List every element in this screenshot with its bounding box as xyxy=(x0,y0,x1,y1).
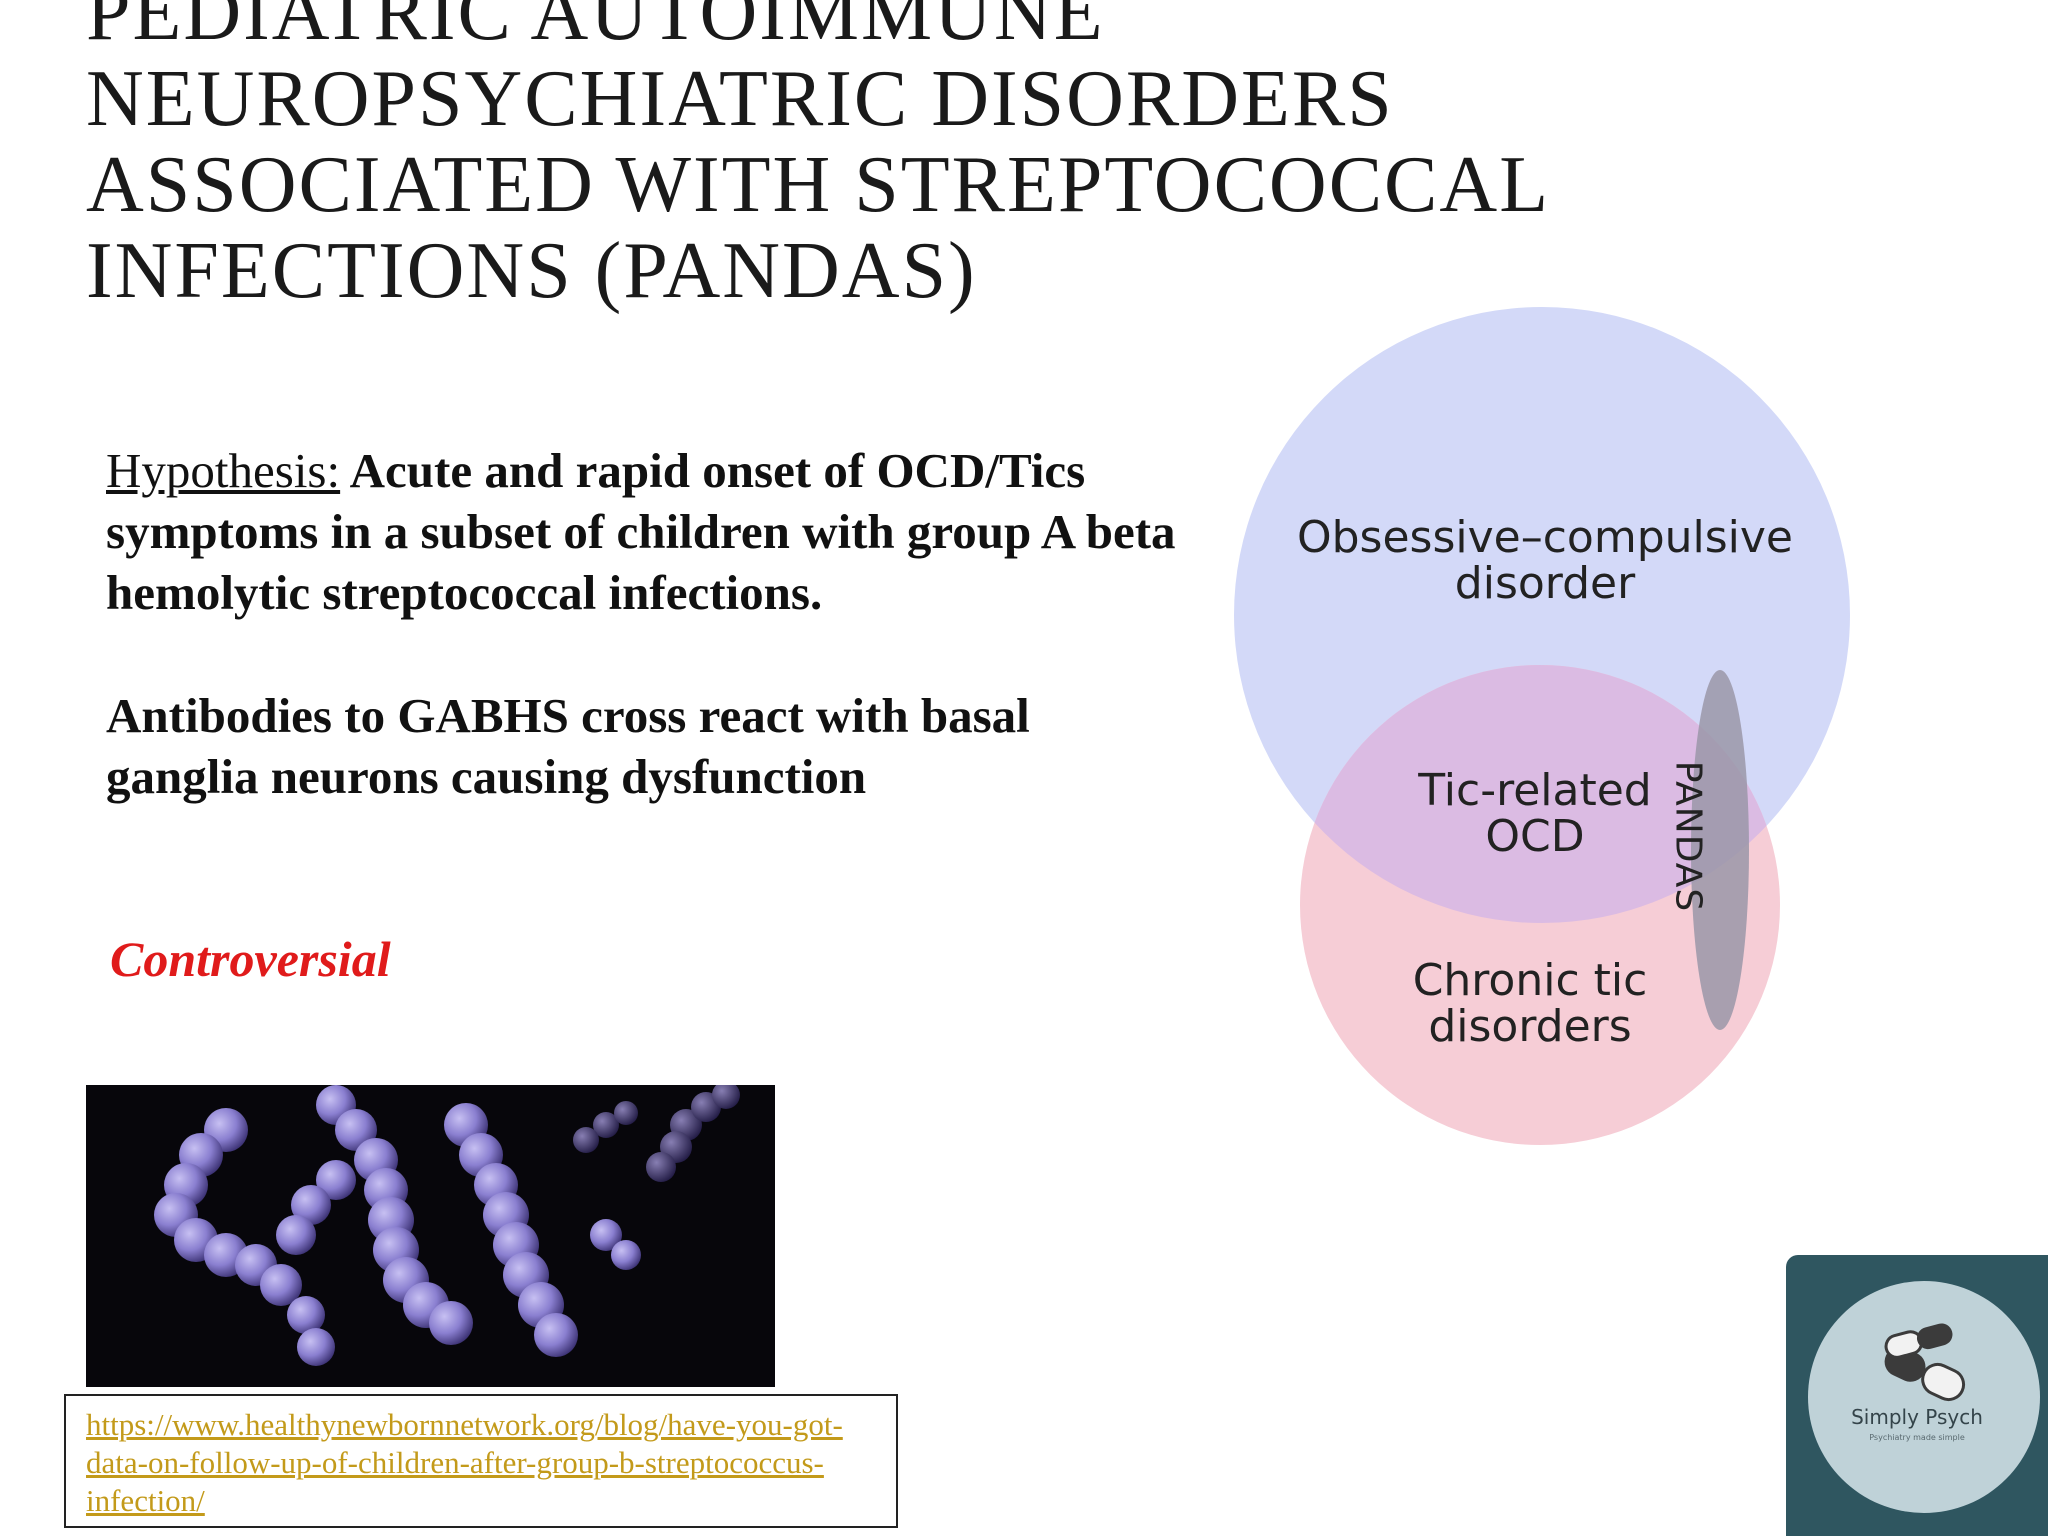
pandas-ellipse xyxy=(1691,670,1749,1030)
hypothesis-text: Acute and rapid onset of OCD/Tics sympto… xyxy=(106,443,1176,620)
logo-tagline: Psychiatry made simple xyxy=(1869,1433,1965,1442)
hypothesis-paragraph: Hypothesis: Acute and rapid onset of OCD… xyxy=(106,440,1186,623)
title-line-4: INFECTIONS (PANDAS) xyxy=(86,227,977,315)
venn-diagram: Obsessive–compulsive disorder Tic-relate… xyxy=(1200,290,1900,1170)
overlap-region xyxy=(1300,665,1780,923)
logo-circle xyxy=(1808,1281,2040,1513)
ocd-label: Obsessive–compulsive disorder xyxy=(1260,515,1830,607)
source-link-box: https://www.healthynewbornnetwork.org/bl… xyxy=(64,1394,898,1528)
title-line-2: NEUROPSYCHIATRIC DISORDERS xyxy=(86,55,1394,143)
tic-related-ocd-label: Tic-related OCD xyxy=(1410,768,1660,860)
venn-shapes xyxy=(1234,307,1850,1145)
streptococcus-image xyxy=(86,1085,775,1387)
chronic-line-1: Chronic tic xyxy=(1412,955,1648,1006)
chronic-tic-label: Chronic tic disorders xyxy=(1380,958,1680,1050)
antibodies-paragraph: Antibodies to GABHS cross react with bas… xyxy=(106,688,1030,804)
slide-title: PEDIATRIC AUTOIMMUNE NEUROPSYCHIATRIC DI… xyxy=(86,0,1786,314)
controversial-note: Controversial xyxy=(110,931,391,987)
title-line-1: PEDIATRIC AUTOIMMUNE xyxy=(86,0,1105,57)
ocd-label-line-2: disorder xyxy=(1454,558,1636,609)
hypothesis-label: Hypothesis: xyxy=(106,443,341,498)
tic-ocd-line-2: OCD xyxy=(1485,811,1585,862)
chronic-line-2: disorders xyxy=(1428,1001,1632,1052)
slide-body: Hypothesis: Acute and rapid onset of OCD… xyxy=(106,440,1186,869)
source-link[interactable]: https://www.healthynewbornnetwork.org/bl… xyxy=(86,1407,843,1518)
tic-ocd-line-1: Tic-related xyxy=(1418,765,1652,816)
streptococcus-illustration xyxy=(154,1085,740,1366)
pandas-label: PANDAS xyxy=(1667,760,1709,913)
simply-psych-logo: Simply Psych Psychiatry made simple xyxy=(1786,1255,2048,1536)
title-line-3: ASSOCIATED WITH STREPTOCOCCAL xyxy=(86,141,1551,229)
pill-capsule-icon xyxy=(1884,1323,1966,1402)
logo-name: Simply Psych xyxy=(1851,1405,1983,1429)
ocd-label-line-1: Obsessive–compulsive xyxy=(1296,512,1793,563)
